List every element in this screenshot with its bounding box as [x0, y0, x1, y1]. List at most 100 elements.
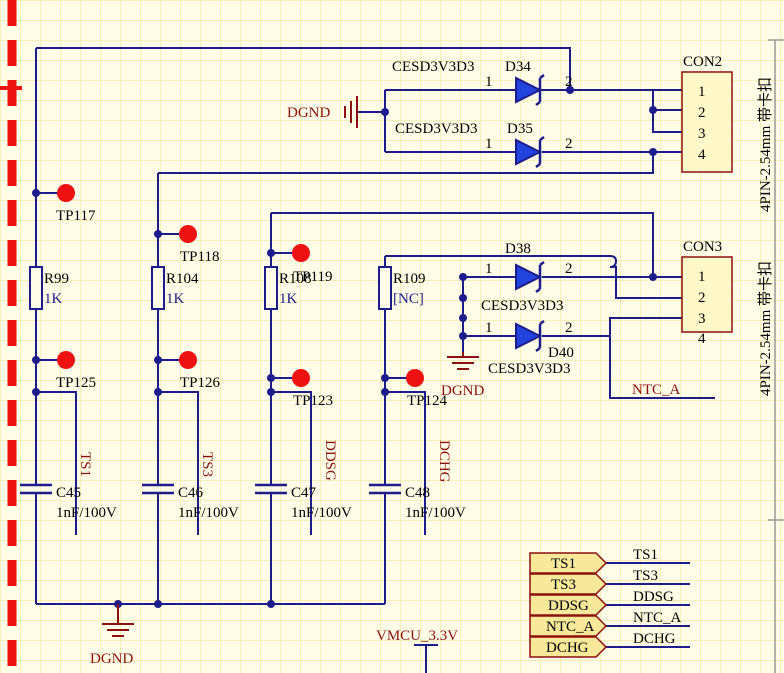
- d40-ref: D40: [548, 345, 574, 361]
- port-ddsg-net: DDSG: [633, 589, 674, 605]
- c45-value: 1nF/100V: [56, 505, 117, 521]
- port-ts3: TS3 TS3: [529, 568, 658, 595]
- c48-ref: C48: [405, 485, 430, 501]
- diode-d40: 1 2 D40 CESD3V3D3: [485, 320, 574, 377]
- junctions: [32, 86, 657, 608]
- wires: [35, 47, 715, 673]
- d35-pin1: 1: [485, 136, 493, 152]
- c46-ref: C46: [178, 485, 204, 501]
- port-dchg-net: DCHG: [633, 631, 676, 647]
- port-ntc-net: NTC_A: [633, 610, 682, 626]
- connector-con3: CON3 1 2 3 4 4PIN-2.54mm 带卡扣: [681, 239, 774, 396]
- tp117-label: TP117: [56, 208, 96, 224]
- con3-pin4: 4: [698, 331, 706, 347]
- con2-desc: 4PIN-2.54mm 带卡扣: [757, 77, 774, 212]
- d38-part: CESD3V3D3: [481, 298, 564, 314]
- r108-ref: R108: [279, 271, 312, 287]
- c47-value: 1nF/100V: [291, 505, 352, 521]
- port-dchg: DCHG DCHG: [529, 631, 676, 658]
- c48-value: 1nF/100V: [405, 505, 466, 521]
- port-ntc-label: NTC_A: [546, 619, 595, 635]
- tp123-label: TP123: [293, 393, 333, 409]
- power-vmcu-label: VMCU_3.3V: [376, 628, 458, 644]
- tp124-pad: [406, 369, 424, 387]
- ground-symbol-1: DGND: [287, 96, 358, 128]
- diode-d35: CESD3V3D3 D35 1 2: [395, 121, 573, 168]
- ground-label-1: DGND: [287, 105, 330, 121]
- port-ddsg: DDSG DDSG: [529, 589, 674, 616]
- port-ts1: TS1 TS1: [529, 547, 658, 574]
- d38-pin1: 1: [485, 261, 493, 277]
- con3-ref: CON3: [683, 239, 722, 255]
- con3-desc: 4PIN-2.54mm 带卡扣: [757, 261, 774, 396]
- port-ts1-label: TS1: [551, 556, 576, 572]
- d38-pin2: 2: [565, 261, 573, 277]
- con3-pin1: 1: [698, 269, 706, 285]
- resistor-r99: R99 1K: [29, 266, 69, 310]
- port-ntc: NTC_A NTC_A: [529, 610, 682, 637]
- d38-ref: D38: [505, 241, 531, 257]
- tp118-pad: [179, 225, 197, 243]
- net-ntc-label: NTC_A: [632, 382, 681, 398]
- r99-ref: R99: [44, 271, 69, 287]
- port-ts3-net: TS3: [633, 568, 658, 584]
- connector-con2: CON2 1 2 3 4 4PIN-2.54mm 带卡扣: [681, 54, 774, 212]
- con3-pin2: 2: [698, 290, 706, 306]
- d35-pin2: 2: [565, 136, 573, 152]
- capacitor-c47: C47 1nF/100V: [255, 483, 352, 521]
- capacitor-c46: C46 1nF/100V: [142, 483, 239, 521]
- diode-d34: CESD3V3D3 D34 1 2: [392, 59, 573, 106]
- c46-value: 1nF/100V: [178, 505, 239, 521]
- port-list: TS1 TS1 TS3 TS3 DDSG DDSG NTC_A NTC_A DC…: [529, 547, 682, 658]
- con2-pin2: 2: [698, 105, 706, 121]
- testpoints: TP117 TP118 TP119 TP125 TP126 TP123 TP12…: [56, 184, 448, 409]
- tp123-pad: [292, 369, 310, 387]
- port-ts3-label: TS3: [551, 577, 576, 593]
- port-ddsg-label: DDSG: [548, 598, 589, 614]
- d35-ref: D35: [507, 121, 533, 137]
- tp119-label: TP119: [293, 269, 332, 285]
- ground-label-3: DGND: [90, 651, 133, 667]
- r108-value: 1K: [279, 291, 298, 307]
- net-dchg-label: DCHG: [436, 440, 452, 483]
- resistor-r108: R108 1K: [264, 266, 312, 310]
- capacitor-c48: C48 1nF/100V: [369, 483, 466, 521]
- d34-pin2: 2: [565, 74, 573, 90]
- d34-pin1: 1: [485, 74, 493, 90]
- port-ts1-net: TS1: [633, 547, 658, 563]
- net-labels: TS1 TS3 DDSG DCHG NTC_A: [77, 382, 681, 483]
- tp118-label: TP118: [180, 249, 219, 265]
- tp125-label: TP125: [56, 375, 96, 391]
- r104-value: 1K: [166, 291, 185, 307]
- con2-pin3: 3: [698, 126, 706, 142]
- con3-pin3: 3: [698, 311, 706, 327]
- d34-part: CESD3V3D3: [392, 59, 475, 75]
- ground-symbol-2: DGND: [441, 352, 484, 399]
- c45-ref: C45: [56, 485, 81, 501]
- r109-ref: R109: [393, 271, 426, 287]
- r99-value: 1K: [44, 291, 63, 307]
- d34-ref: D34: [505, 59, 531, 75]
- tp125-pad: [57, 351, 75, 369]
- d40-pin2: 2: [565, 320, 573, 336]
- ground-label-2: DGND: [441, 383, 484, 399]
- resistor-r104: R104 1K: [151, 266, 199, 310]
- r104-ref: R104: [166, 271, 199, 287]
- net-ts3-label: TS3: [199, 452, 215, 477]
- d35-part: CESD3V3D3: [395, 121, 478, 137]
- tp117-pad: [57, 184, 75, 202]
- tp119-pad: [292, 244, 310, 262]
- con2-ref: CON2: [683, 54, 722, 70]
- net-ts1-label: TS1: [77, 452, 93, 477]
- d40-pin1: 1: [485, 320, 493, 336]
- con2-pin4: 4: [698, 147, 706, 163]
- net-ddsg-label: DDSG: [322, 440, 338, 481]
- port-dchg-label: DCHG: [546, 640, 589, 656]
- capacitor-c45: C45 1nF/100V: [20, 483, 117, 521]
- tp126-label: TP126: [180, 375, 221, 391]
- c47-ref: C47: [291, 485, 317, 501]
- diode-d38: D38 1 2 CESD3V3D3: [481, 241, 573, 314]
